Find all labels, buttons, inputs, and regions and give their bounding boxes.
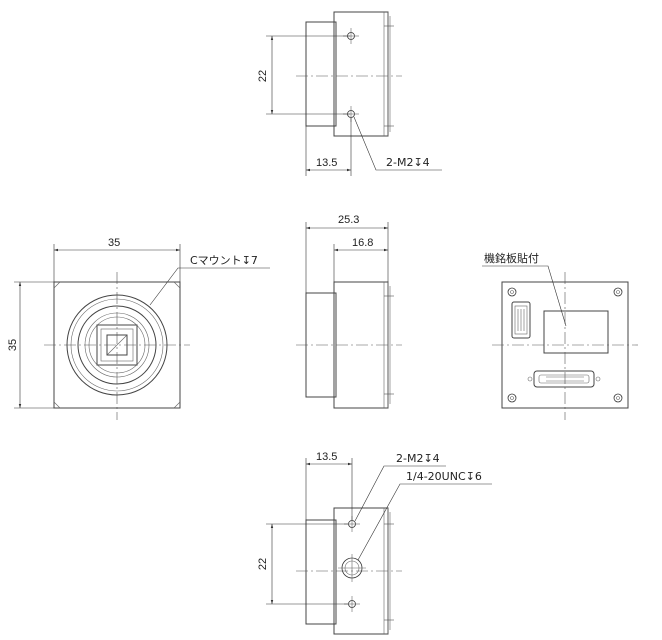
rear-plate-leader [482,265,567,327]
side-view: 25.3 16.8 [296,214,402,409]
io-connector [511,301,531,339]
front-mount-note: Cマウント↧7 [190,254,258,267]
bottom-tripod-leader [357,483,492,561]
front-dim-height: 35 [7,339,19,351]
front-dim-width: 35 [108,237,120,249]
bottom-hole-note: 2-M2↧4 [396,452,440,465]
bottom-hole-leader [354,465,446,522]
bottom-dim-depth: 13.5 [316,451,337,463]
top-hole-note: 2-M2↧4 [386,156,430,169]
rear-corner-screw [613,287,623,297]
side-dim-body: 16.8 [352,237,373,249]
top-dim-depth: 13.5 [316,157,337,169]
bottom-dim-height: 22 [257,558,269,570]
sensor-window [96,324,138,366]
rear-view: 機銘板貼付 [482,251,638,420]
bottom-tripod-note: 1/4-20UNC↧6 [406,470,482,483]
side-dim-total: 25.3 [338,214,359,226]
top-lens-ring [305,21,337,127]
top-view: 22 13.5 2-M2↧4 [257,11,442,176]
front-mount-leader [149,267,270,306]
front-view: 35 35 Cマウント↧7 [7,237,270,420]
top-hole-leader [353,116,442,171]
rear-corner-screw [507,287,517,297]
top-dim-height: 22 [257,70,269,82]
bottom-view: 13.5 2-M2↧4 1/4-20UNC↧6 22 [257,451,492,635]
rear-plate-note: 機銘板貼付 [484,251,539,265]
nameplate-area [543,310,609,354]
rear-corner-screw [613,393,623,403]
top-body [333,11,389,137]
usb-connector [527,370,601,388]
rear-corner-screw [507,393,517,403]
bottom-lens-ring [305,519,337,625]
tripod-hole [338,554,366,582]
